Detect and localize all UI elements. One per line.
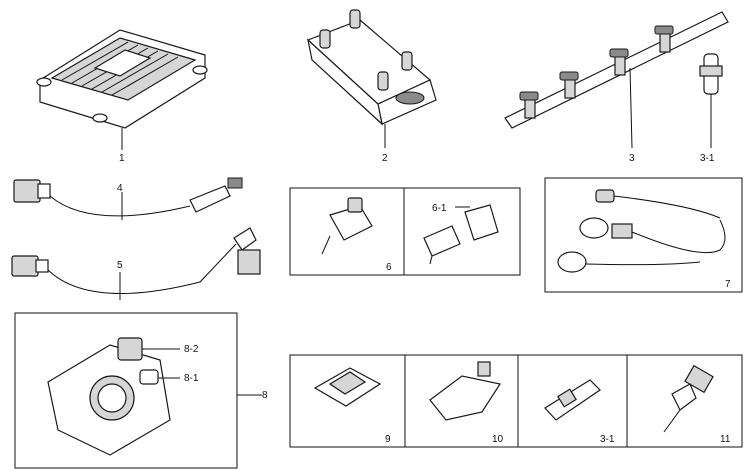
box-7 bbox=[544, 177, 743, 293]
label-6-1: 6-1 bbox=[432, 203, 447, 214]
label-1: 1 bbox=[119, 153, 125, 164]
box-bottom bbox=[289, 354, 743, 448]
part-6-1-valve bbox=[423, 204, 499, 265]
label-11: 11 bbox=[720, 434, 731, 445]
part-5-crank-sensor bbox=[11, 227, 261, 300]
label-2: 2 bbox=[382, 153, 388, 164]
label-10: 10 bbox=[492, 434, 504, 445]
label-4: 4 bbox=[117, 183, 123, 194]
box-8 bbox=[14, 312, 238, 469]
part-3-1-injector-top bbox=[699, 53, 723, 148]
part-3-fuel-rail bbox=[504, 11, 729, 149]
part-8-throttle-body bbox=[47, 337, 262, 456]
part-6-valve bbox=[321, 197, 373, 255]
part-2-ignition-coil bbox=[306, 9, 437, 148]
label-8-1: 8-1 bbox=[184, 373, 199, 384]
box-6 bbox=[289, 187, 521, 276]
part-7-knock-sensor bbox=[557, 189, 726, 273]
label-6: 6 bbox=[386, 262, 392, 273]
label-7: 7 bbox=[725, 279, 731, 290]
part-1-ecu bbox=[36, 29, 208, 150]
part-10-map-sensor bbox=[429, 361, 501, 421]
label-3: 3 bbox=[629, 153, 635, 164]
part-3-1-injector-bottom bbox=[544, 379, 601, 421]
label-3-1-top: 3-1 bbox=[700, 153, 715, 164]
label-8: 8 bbox=[262, 390, 268, 401]
label-3-1-bottom: 3-1 bbox=[600, 434, 615, 445]
label-9: 9 bbox=[385, 434, 391, 445]
part-4-oxygen-sensor bbox=[13, 177, 243, 220]
label-8-2: 8-2 bbox=[184, 344, 199, 355]
label-5: 5 bbox=[117, 260, 123, 271]
part-9-sensor bbox=[313, 367, 382, 407]
part-11-temp-sensor bbox=[663, 364, 714, 433]
